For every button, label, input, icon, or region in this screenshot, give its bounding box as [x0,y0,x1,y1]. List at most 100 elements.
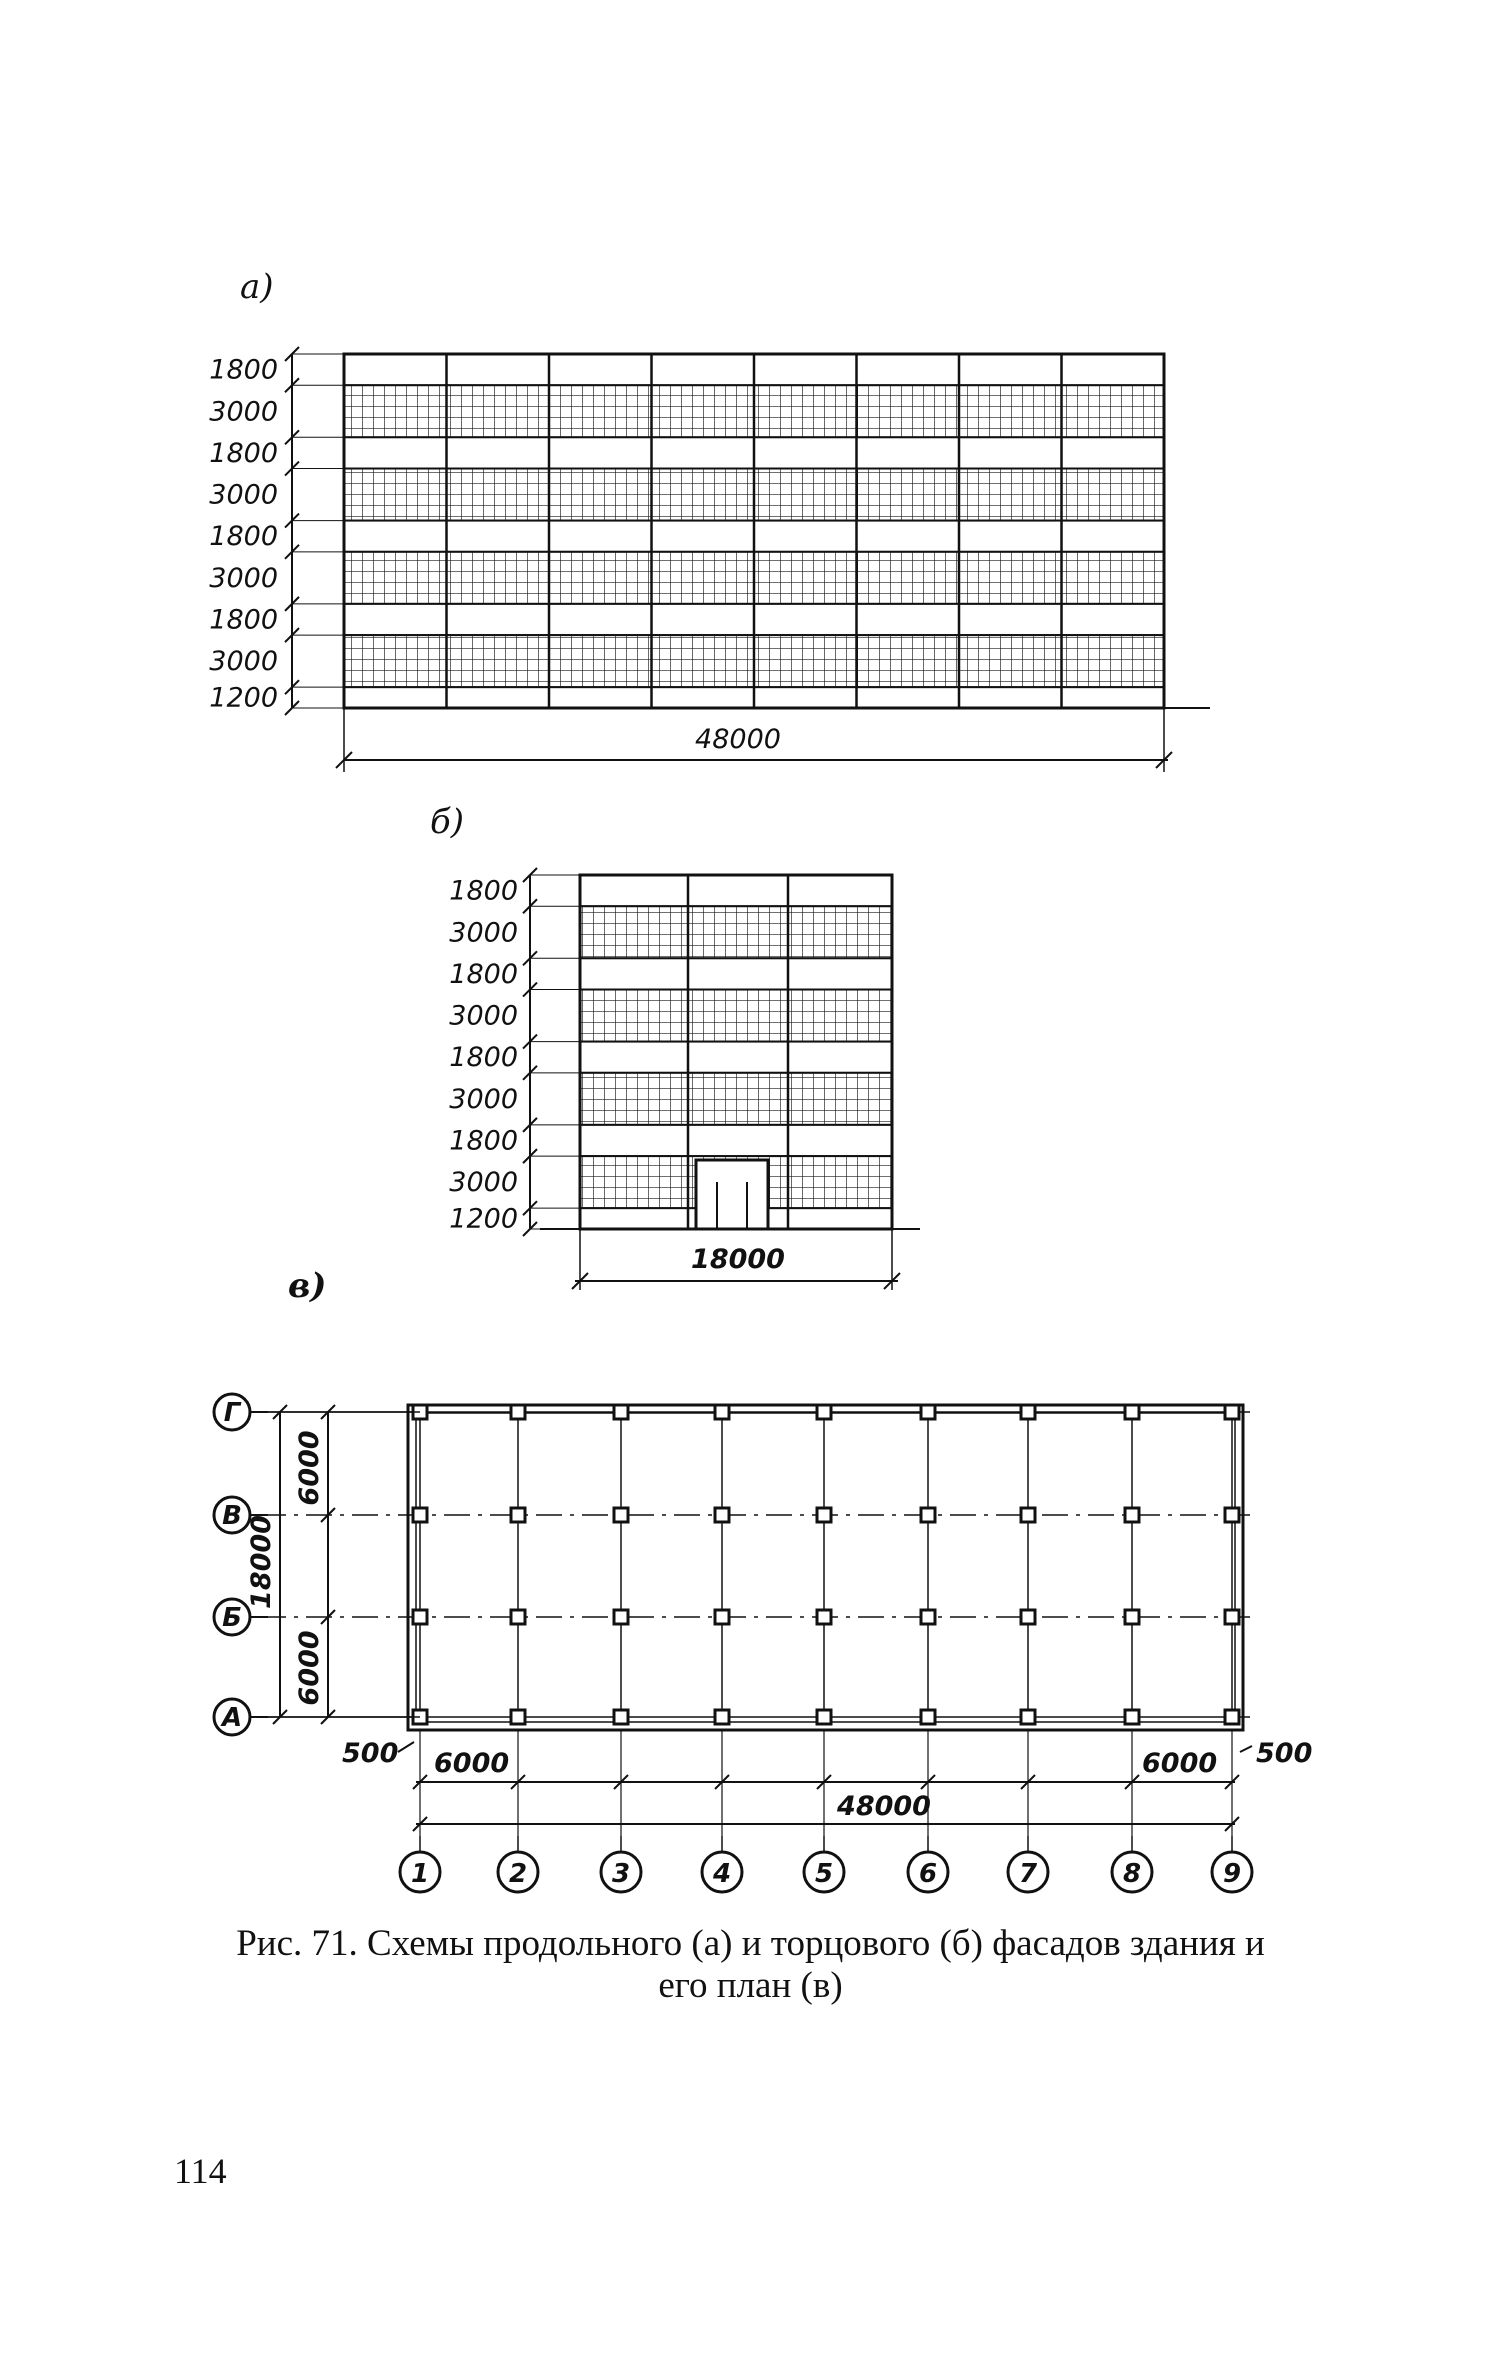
row-height-label: 1800 [209,355,278,386]
plan-bay-top: 6000 [294,1430,325,1505]
plan-column-square [713,1403,731,1421]
plan-row-axis-markers: Г В Б А [212,1392,268,1737]
plan-column-square [713,1708,731,1726]
plan-column-square [815,1708,833,1726]
plan-bottom-extension-lines [419,1730,1233,1836]
figure-caption-line-2: его план (в) [658,1965,843,2006]
plan-column-square [919,1506,937,1524]
plan-column-square [1123,1608,1141,1626]
plan-column-square [815,1608,833,1626]
row-height-label: 3000 [449,917,518,948]
facade-b-entrance-door [694,1158,770,1231]
column-axis-number: 9 [1223,1859,1241,1889]
window-band [579,1071,893,1126]
column-axis-number: 7 [1019,1859,1038,1889]
plan-span-left: 6000 [434,1748,509,1779]
plan-column-square [411,1506,429,1524]
plan-column-square [1223,1608,1241,1626]
dim-tick [272,1709,288,1725]
plan-offset-left: 500 [342,1738,398,1769]
column-axis-number: 1 [411,1859,429,1889]
row-height-label: 3000 [209,396,278,427]
plan-total-width: 18000 [246,1515,277,1609]
facade-a-total-length: 48000 [695,724,781,755]
panel-c-label: в) [288,1266,326,1306]
plan-offset-right: 500 [1256,1738,1312,1769]
dim-tick [320,1709,336,1725]
column-axis-number: 6 [919,1859,937,1889]
plan-inner-wall [415,1412,1236,1723]
facade-a-tick-right [1155,751,1173,769]
row-axis-letter: В [222,1501,242,1531]
facade-end: б) 180030001800300018003000180030001200 … [430,802,920,1290]
plan-offset-left-leader [397,1741,415,1753]
row-height-label: 3000 [449,1084,518,1115]
plan-columns [411,1403,1241,1726]
plan-column-square [919,1403,937,1421]
row-height-label: 3000 [449,1001,518,1032]
facade-a-columns [445,354,1063,708]
row-axis-letter: Б [222,1603,242,1633]
plan-column-square [1019,1608,1037,1626]
plan-column-square [509,1403,527,1421]
figure-caption-line-1: Рис. 71. Схемы продольного (а) и торцово… [236,1923,1265,1964]
plan-column-square [1223,1506,1241,1524]
row-height-label: 3000 [449,1167,518,1198]
column-axis-number: 5 [815,1859,833,1889]
plan-column-square [509,1708,527,1726]
row-height-label: 3000 [209,646,278,677]
row-height-label: 1800 [449,1042,518,1073]
plan-offset-right-leader [1239,1745,1253,1753]
row-height-label: 3000 [209,480,278,511]
column-axis-circle [496,1850,540,1894]
plan-column-square [1223,1708,1241,1726]
row-height-label: 1200 [209,683,278,714]
plan-column-square [612,1403,630,1421]
plan-column-square [1123,1403,1141,1421]
plan-bay-bottom: 6000 [294,1630,325,1705]
dim-tick [320,1507,336,1523]
plan-column-square [411,1608,429,1626]
row-axis-letter: Г [224,1398,242,1428]
plan-bottom-ticks [412,1774,1240,1832]
facade-longitudinal: а) 180030001800300018003000180030001200 … [209,267,1210,772]
column-axis-circle [1006,1850,1050,1894]
plan-column-square [1019,1403,1037,1421]
column-axis-circle [1210,1850,1254,1894]
column-axis-circle [802,1850,846,1894]
column-axis-number: 3 [612,1859,630,1889]
facade-a-dim-ticks [284,346,344,716]
row-height-label: 1800 [209,438,278,469]
row-height-label: 1200 [449,1204,518,1235]
plan-column-square [815,1403,833,1421]
facade-b-total-width: 18000 [691,1244,785,1275]
wall-band [579,957,893,991]
row-axis-letter: А [220,1703,242,1733]
plan-column-square [612,1708,630,1726]
column-axis-number: 4 [712,1859,731,1889]
plan-total-length: 48000 [836,1791,931,1822]
column-axis-circle [1110,1850,1154,1894]
column-axis-circle [599,1850,643,1894]
wall-band [579,1040,893,1074]
column-axis-circle [398,1850,442,1894]
plan-column-square [1019,1708,1037,1726]
panel-b-label: б) [430,802,464,842]
dim-tick [320,1404,336,1420]
facade-a-tick-left [335,751,353,769]
window-band [579,905,893,960]
plan-column-square [509,1608,527,1626]
page-number: 114 [174,2151,227,2191]
plan-column-square [612,1506,630,1524]
row-height-label: 1800 [209,521,278,552]
row-height-label: 1800 [209,605,278,636]
row-height-label: 1800 [449,876,518,907]
plan-column-square [509,1506,527,1524]
column-axis-circle [906,1850,950,1894]
column-axis-circle [700,1850,744,1894]
plan-column-square [1123,1506,1141,1524]
